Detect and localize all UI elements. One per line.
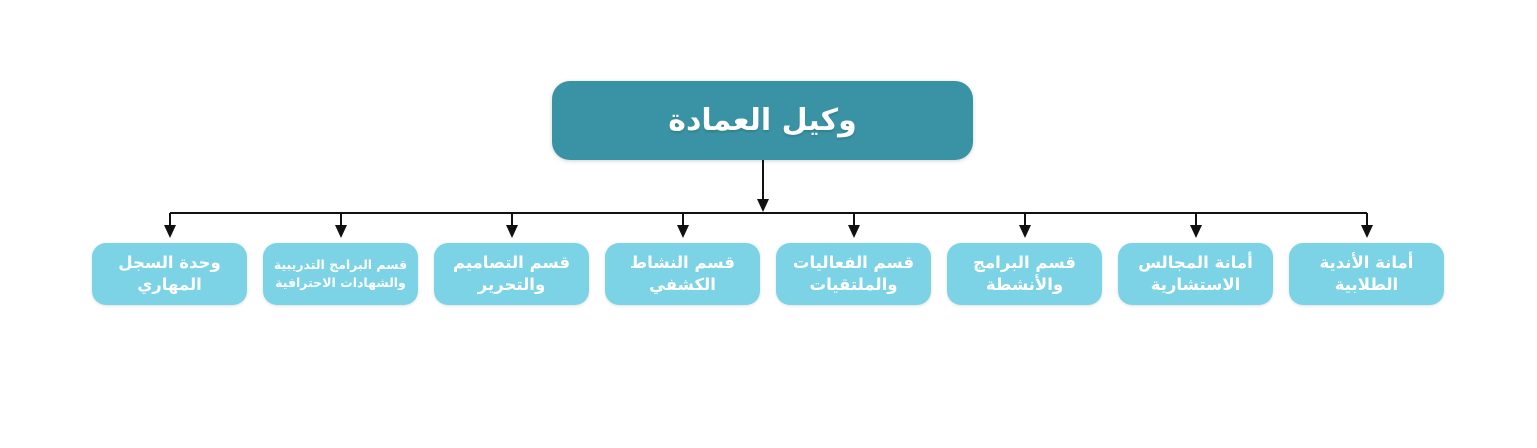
node-label: قسم البرامج التدريبية والشهادات الاحتراف…: [273, 256, 408, 290]
arrow-down-icon: [1361, 225, 1373, 238]
arrow-down-icon: [757, 199, 769, 212]
arrow-down-icon: [677, 225, 689, 238]
node-label: قسم التصاميم والتحرير: [452, 253, 571, 294]
node-label: قسم الفعاليات والملتقيات: [792, 253, 915, 294]
connector-rail: [170, 212, 1367, 214]
node-events-forums-dept: قسم الفعاليات والملتقيات: [776, 243, 931, 305]
node-advisory-councils-secretariat: أمانة المجالس الاستشارية: [1118, 243, 1273, 305]
node-scouting-activity-dept: قسم النشاط الكشفي: [605, 243, 760, 305]
node-label: قسم البرامج والأنشطة: [973, 253, 1076, 294]
node-vice-dean-label: وكيل العمادة: [668, 103, 857, 138]
connector-line: [682, 213, 684, 225]
connector-line: [1366, 213, 1368, 225]
node-label: أمانة الأندية الطلابية: [1319, 253, 1414, 294]
connector-line: [169, 213, 171, 225]
node-vice-dean: وكيل العمادة: [552, 81, 973, 160]
connector-line: [340, 213, 342, 225]
arrow-down-icon: [848, 225, 860, 238]
node-label: وحدة السجل المهاري: [118, 253, 221, 294]
node-training-programs-certificates-dept: قسم البرامج التدريبية والشهادات الاحتراف…: [263, 243, 418, 305]
connector-line: [1195, 213, 1197, 225]
node-label: أمانة المجالس الاستشارية: [1138, 253, 1253, 294]
connector-line: [762, 160, 764, 199]
arrow-down-icon: [164, 225, 176, 238]
node-student-clubs-secretariat: أمانة الأندية الطلابية: [1289, 243, 1444, 305]
connector-line: [511, 213, 513, 225]
node-programs-activities-dept: قسم البرامج والأنشطة: [947, 243, 1102, 305]
arrow-down-icon: [335, 225, 347, 238]
connector-line: [1024, 213, 1026, 225]
node-designs-editing-dept: قسم التصاميم والتحرير: [434, 243, 589, 305]
arrow-down-icon: [1019, 225, 1031, 238]
node-skills-record-unit: وحدة السجل المهاري: [92, 243, 247, 305]
children-row: وحدة السجل المهاري قسم البرامج التدريبية…: [92, 243, 1444, 305]
arrow-down-icon: [506, 225, 518, 238]
arrow-down-icon: [1190, 225, 1202, 238]
node-label: قسم النشاط الكشفي: [630, 253, 735, 294]
connector-line: [853, 213, 855, 225]
